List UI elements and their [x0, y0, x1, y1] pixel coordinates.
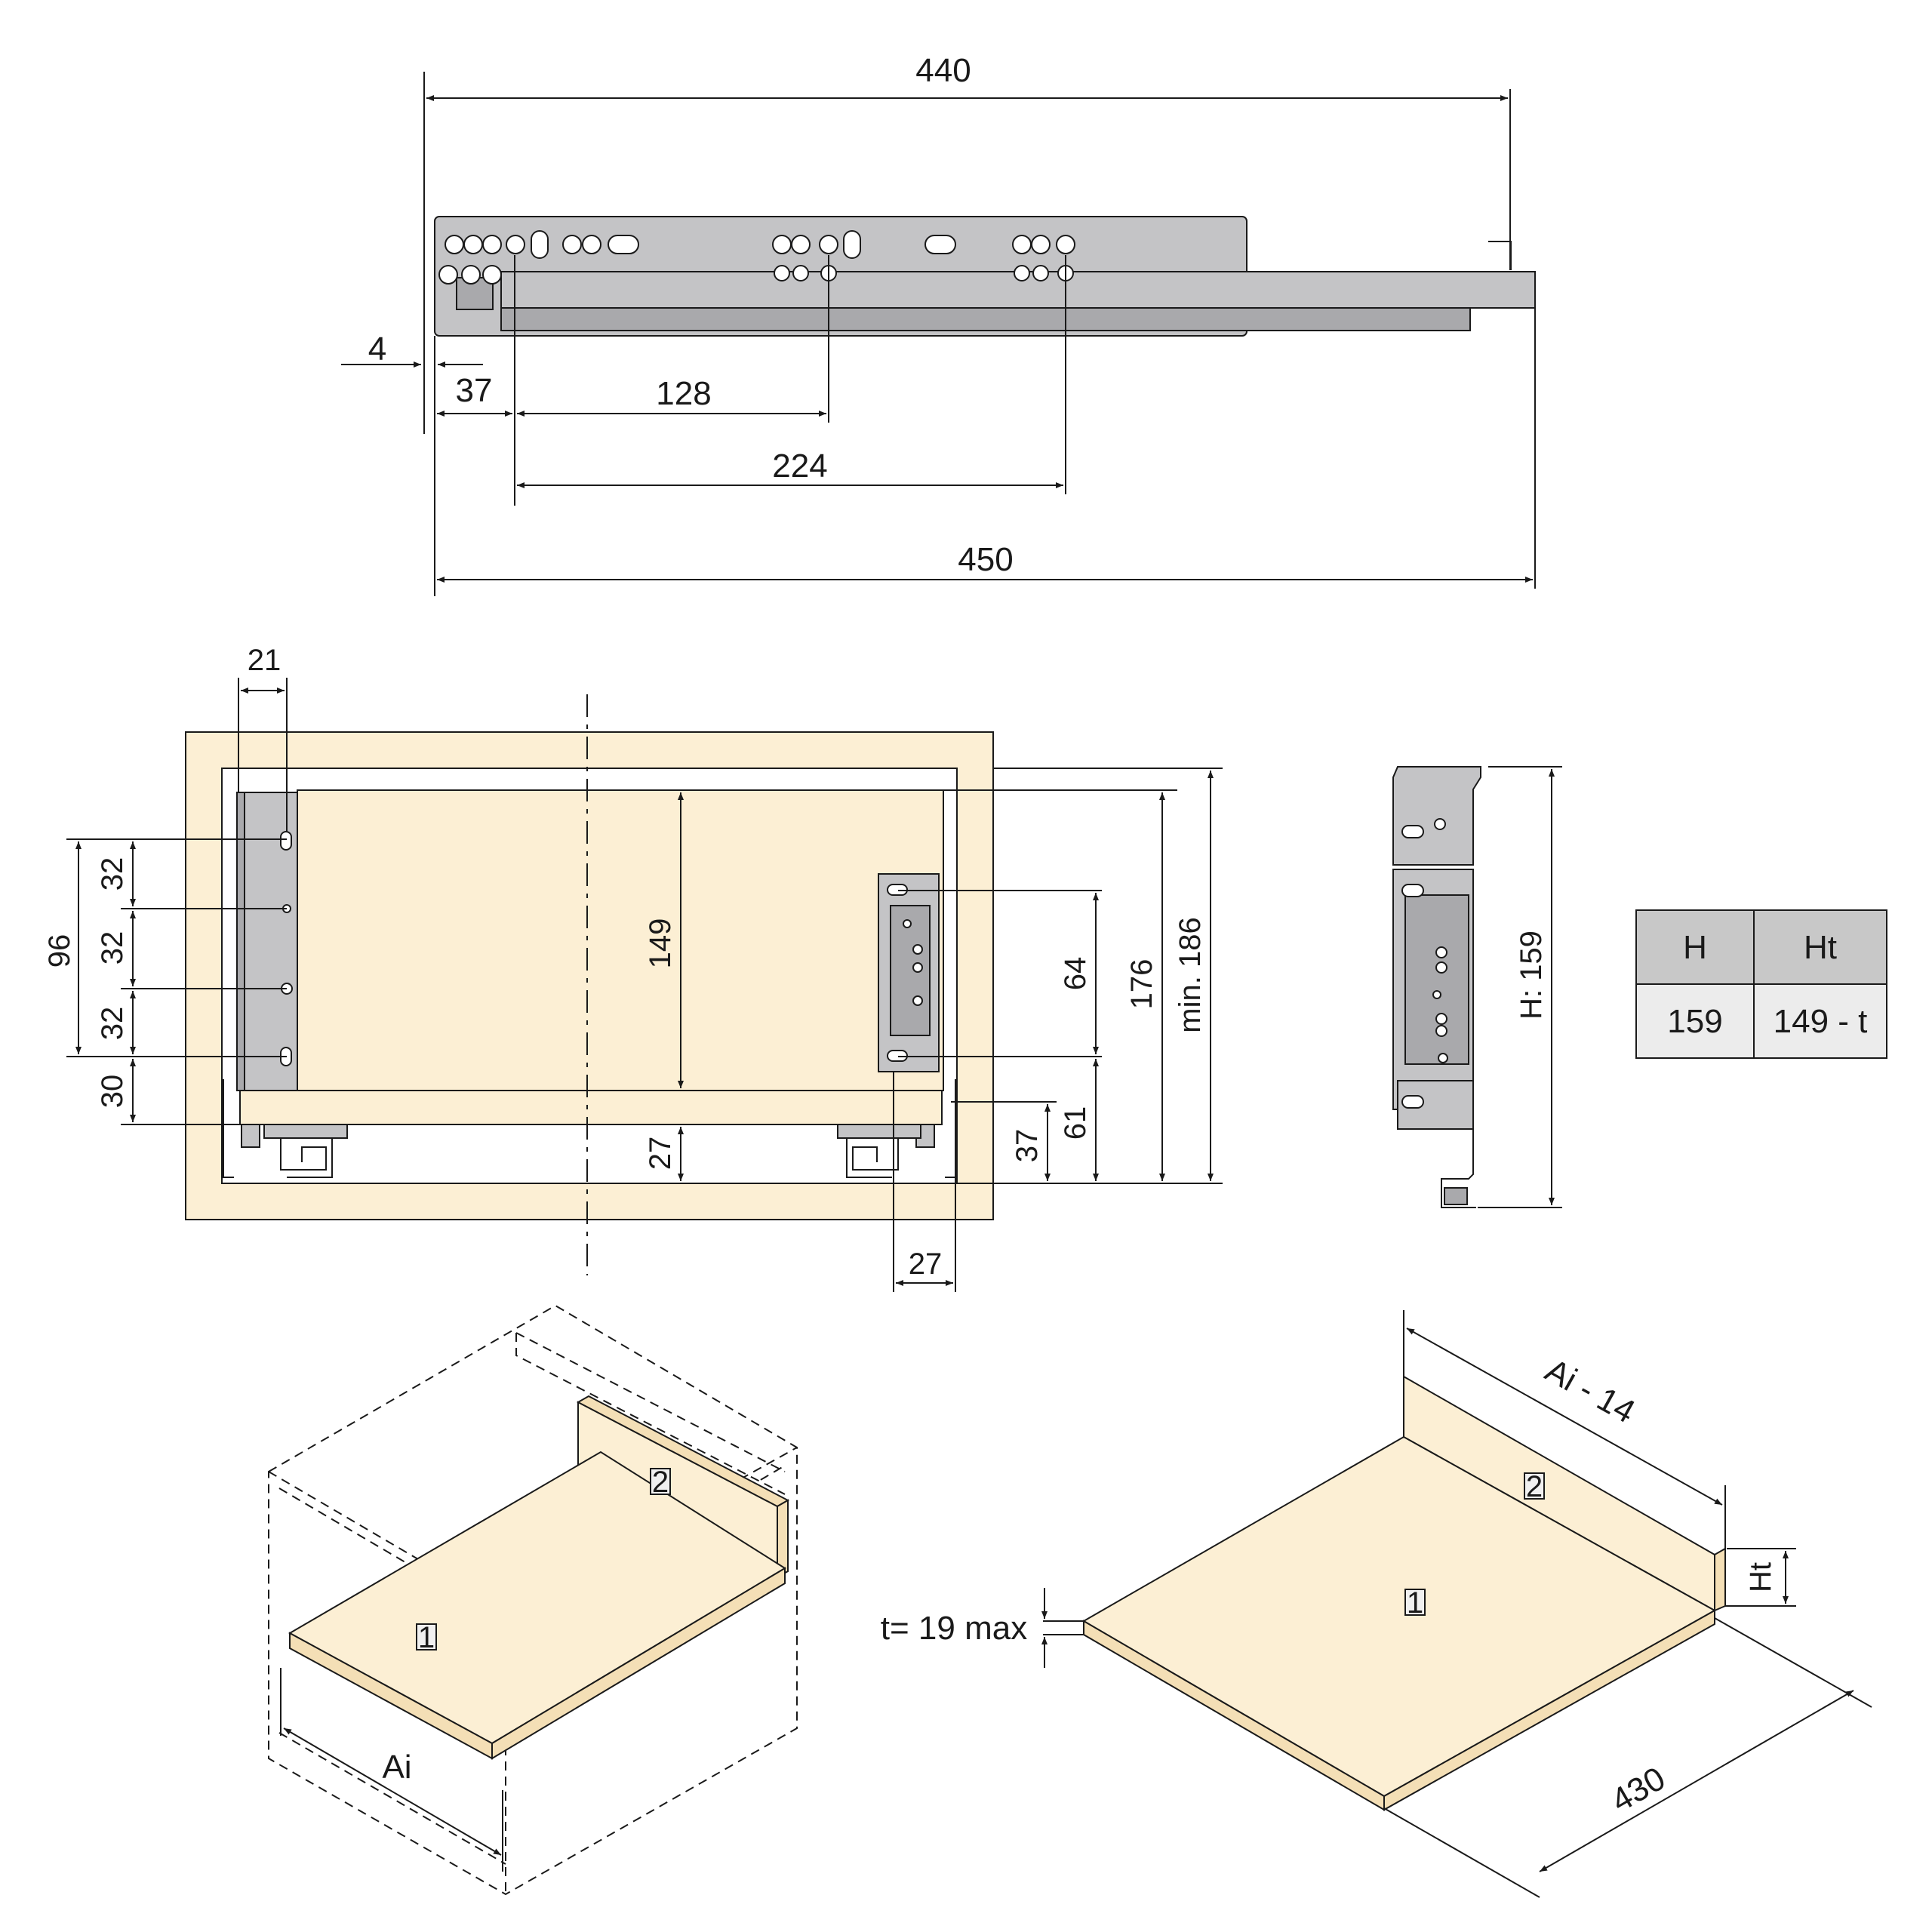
- dim-21: 21: [248, 644, 281, 677]
- dim-450: 450: [958, 541, 1013, 578]
- ai-14-label: Ai - 14: [1540, 1352, 1641, 1431]
- dim-30: 30: [96, 1075, 129, 1109]
- runner-side-view: 440 4 37 128 224 450: [341, 52, 1536, 596]
- table-cell-ht: [1753, 983, 1887, 1059]
- dim-37-top: 37: [456, 372, 493, 409]
- dim-96: 96: [43, 934, 76, 968]
- dim-32-b: 32: [96, 931, 129, 965]
- iso-drawer-parts: 1 2 Ai - 14 Ht t= 19 max 430: [881, 1310, 1872, 1898]
- table-header-h: [1635, 909, 1755, 985]
- part-1-label-left: 1: [418, 1621, 435, 1654]
- dim-430: 430: [1605, 1760, 1672, 1820]
- part-2-badge-left: [650, 1468, 671, 1495]
- drawer-back: [297, 789, 944, 1091]
- dim-128: 128: [656, 375, 711, 412]
- iso-drawer-in-cabinet: 1 2 Ai: [268, 1304, 798, 1896]
- dim-32-a: 32: [96, 857, 129, 891]
- dim-224: 224: [772, 448, 827, 485]
- ht-label-iso: Ht: [1744, 1562, 1777, 1592]
- dim-min-186: min. 186: [1174, 917, 1207, 1032]
- thickness-label: t= 19 max: [881, 1610, 1027, 1647]
- table-h-header-text: H: [1683, 929, 1707, 966]
- table-h-value: 159: [1667, 1003, 1722, 1040]
- bracket-height-label: H: 159: [1515, 931, 1548, 1020]
- dim-149: 149: [644, 918, 677, 969]
- part-2-label-left: 2: [652, 1466, 669, 1499]
- dim-64: 64: [1059, 957, 1092, 991]
- dim-61: 61: [1059, 1106, 1092, 1140]
- table-ht-value: 149 - t: [1774, 1003, 1868, 1040]
- dim-27-vertical: 27: [644, 1137, 677, 1171]
- front-section-view: 21 96 32 32 32 30 149 27 64 61 37: [43, 644, 1223, 1292]
- dim-440: 440: [915, 52, 971, 89]
- part-1-badge-right: [1404, 1589, 1426, 1616]
- ai-label: Ai: [382, 1749, 411, 1786]
- bracket-detail: H: 159: [1392, 766, 1562, 1208]
- part-1-label-right: 1: [1407, 1586, 1423, 1620]
- part-2-label-right: 2: [1526, 1470, 1543, 1503]
- runner-holes: [438, 230, 1075, 285]
- size-table: H Ht 159 149 - t: [1635, 909, 1887, 1059]
- dim-4: 4: [368, 331, 386, 368]
- dim-37-front: 37: [1011, 1129, 1044, 1163]
- table-cell-h: [1635, 983, 1755, 1059]
- part-1-badge-left: [416, 1623, 437, 1651]
- drawer-bottom: [239, 1090, 943, 1125]
- table-ht-header-text: Ht: [1804, 929, 1837, 966]
- runner-profiles: [223, 1079, 956, 1178]
- dim-27-horizontal: 27: [909, 1247, 943, 1281]
- dim-32-c: 32: [96, 1007, 129, 1041]
- table-header-ht: [1753, 909, 1887, 985]
- dim-176: 176: [1125, 959, 1158, 1010]
- runner-slide-lower: [500, 307, 1471, 331]
